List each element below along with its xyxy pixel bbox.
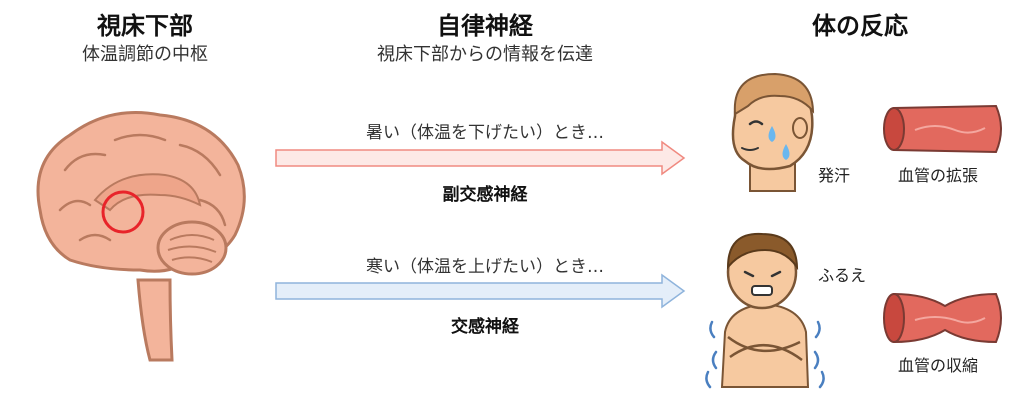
body-response-title: 体の反応 <box>812 12 908 40</box>
parasympathetic-nerve-label: 副交感神経 <box>442 185 528 205</box>
autonomic-subtitle: 視床下部からの情報を伝達 <box>377 44 593 65</box>
sympathetic-nerve-label: 交感神経 <box>451 317 519 337</box>
sweating-face <box>731 72 815 192</box>
dilated-vessel-icon <box>883 104 1002 154</box>
constricted-vessel-icon <box>883 292 1002 344</box>
hypothalamus-title: 視床下部 <box>97 12 193 40</box>
hot-condition-label: 暑い（体温を下げたい）とき… <box>366 123 604 143</box>
autonomic-title: 自律神経 <box>437 12 533 40</box>
hot-arrow <box>275 140 686 176</box>
cold-arrow <box>275 273 686 309</box>
hypothalamus-subtitle: 体温調節の中枢 <box>82 44 208 65</box>
brain-illustration <box>36 111 246 362</box>
shivering-label: ふるえ <box>818 266 867 285</box>
vessel-constriction-label: 血管の収縮 <box>898 356 979 375</box>
shivering-person <box>705 232 825 389</box>
cold-condition-label: 寒い（体温を上げたい）とき… <box>366 257 604 277</box>
sweating-label: 発汗 <box>818 166 851 185</box>
vessel-dilation-label: 血管の拡張 <box>898 166 979 185</box>
